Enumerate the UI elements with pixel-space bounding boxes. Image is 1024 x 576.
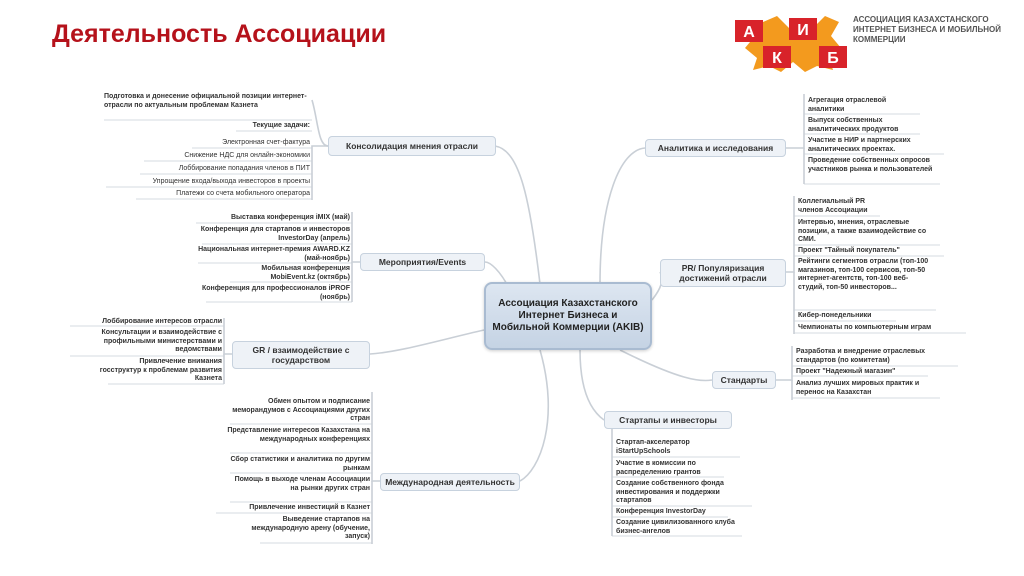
international-item: Выведение стартапов на международную аре…	[251, 516, 370, 540]
international-item: Сбор статистики и аналитика по другим ры…	[230, 456, 370, 472]
consolidation-item: Упрощение входа/выхода инвесторов в прое…	[152, 178, 310, 185]
branch-standards: Стандарты	[712, 371, 776, 389]
gr-item: Лоббирование интересов отрасли	[102, 318, 222, 325]
consolidation-item: Лоббирование попадания членов в ПИТ	[178, 165, 310, 172]
international-item: Помощь в выходе членам Ассоциации на рын…	[234, 476, 370, 492]
pr-item: Чемпионаты по компьютерным играм	[798, 324, 932, 331]
logo-shape	[735, 16, 847, 72]
pr-item: Интервью, мнения, отраслевые позиции, а …	[798, 219, 927, 243]
analytics-item: Агрегация отраслевой аналитики	[808, 97, 887, 113]
analytics-item: Проведение собственных опросов участнико…	[808, 157, 933, 173]
consolidation-item: Снижение НДС для онлайн-экономики	[184, 152, 310, 159]
logo-letter-b: Б	[827, 50, 839, 67]
pr-item: Проект "Тайный покупатель"	[798, 247, 900, 254]
startups-item: Стартап-акселератор iStartUpSchools	[616, 439, 690, 455]
international-item: Представление интересов Казахстана на ме…	[227, 427, 370, 443]
pr-item: Коллегиальный PR членов Ассоциации	[798, 198, 868, 214]
consolidation-item: Текущие задачи:	[252, 122, 310, 129]
events-item: Национальная интернет-премия AWARD.KZ (м…	[198, 246, 350, 262]
akib-logo: А И К Б	[735, 16, 847, 72]
branch-analytics: Аналитика и исследования	[645, 139, 786, 157]
center-node: Ассоциация Казахстанского Интернет Бизне…	[484, 282, 652, 350]
consolidation-item: Подготовка и донесение официальной позиц…	[104, 93, 307, 109]
pr-item: Кибер-понедельники	[798, 312, 872, 319]
gr-item: Привлечение внимания госструктур к пробл…	[99, 358, 222, 382]
gr-item: Консультации и взаимодействие с профильн…	[101, 329, 222, 353]
logo-letter-i: И	[797, 22, 809, 39]
branch-pr: PR/ Популяризация достижений отрасли	[660, 259, 786, 287]
branch-international: Международная деятельность	[380, 473, 520, 491]
analytics-item: Выпуск собственных аналитических продукт…	[808, 117, 899, 133]
consolidation-item: Платежи со счета мобильного оператора	[176, 190, 310, 197]
startups-item: Участие в комиссии по распределению гран…	[616, 460, 701, 476]
logo-caption: АССОЦИАЦИЯ КАЗАХСТАНСКОГО ИНТЕРНЕТ БИЗНЕ…	[853, 15, 1001, 44]
logo-letter-k: К	[772, 50, 782, 67]
branch-consolidation: Консолидация мнения отрасли	[328, 136, 496, 156]
pr-item: Рейтинги сегментов отрасли (топ-100 мага…	[798, 258, 929, 291]
startups-item: Конференция InvestorDay	[616, 508, 706, 515]
startups-item: Создание собственного фонда инвестирован…	[616, 480, 724, 504]
branch-startups: Стартапы и инвесторы	[604, 411, 732, 429]
startups-item: Создание цивилизованного клуба бизнес-ан…	[616, 519, 735, 535]
analytics-item: Участие в НИР и партнерских аналитически…	[808, 137, 911, 153]
standards-item: Разработка и внедрение отраслевых станда…	[796, 348, 926, 364]
consolidation-item: Электронная счет-фактура	[222, 139, 310, 146]
international-item: Привлечение инвестиций в Казнет	[249, 504, 370, 511]
branch-events: Мероприятия/Events	[360, 253, 485, 271]
events-item: Конференция для стартапов и инвесторов I…	[200, 226, 350, 242]
page-title: Деятельность Ассоциации	[52, 20, 387, 48]
standards-item: Анализ лучших мировых практик и перенос …	[796, 380, 920, 396]
branch-gr: GR / взаимодействие с государством	[232, 341, 370, 369]
standards-item: Проект "Надежный магазин"	[796, 368, 896, 375]
events-item: Мобильная конференция MobiEvent.kz (октя…	[261, 265, 350, 281]
logo-letter-a: А	[743, 24, 755, 41]
events-item: Выставка конференция iMIX (май)	[230, 214, 350, 221]
international-item: Обмен опытом и подписание меморандумов с…	[232, 398, 370, 422]
events-item: Конференция для профессионалов iPROF (но…	[201, 285, 350, 301]
